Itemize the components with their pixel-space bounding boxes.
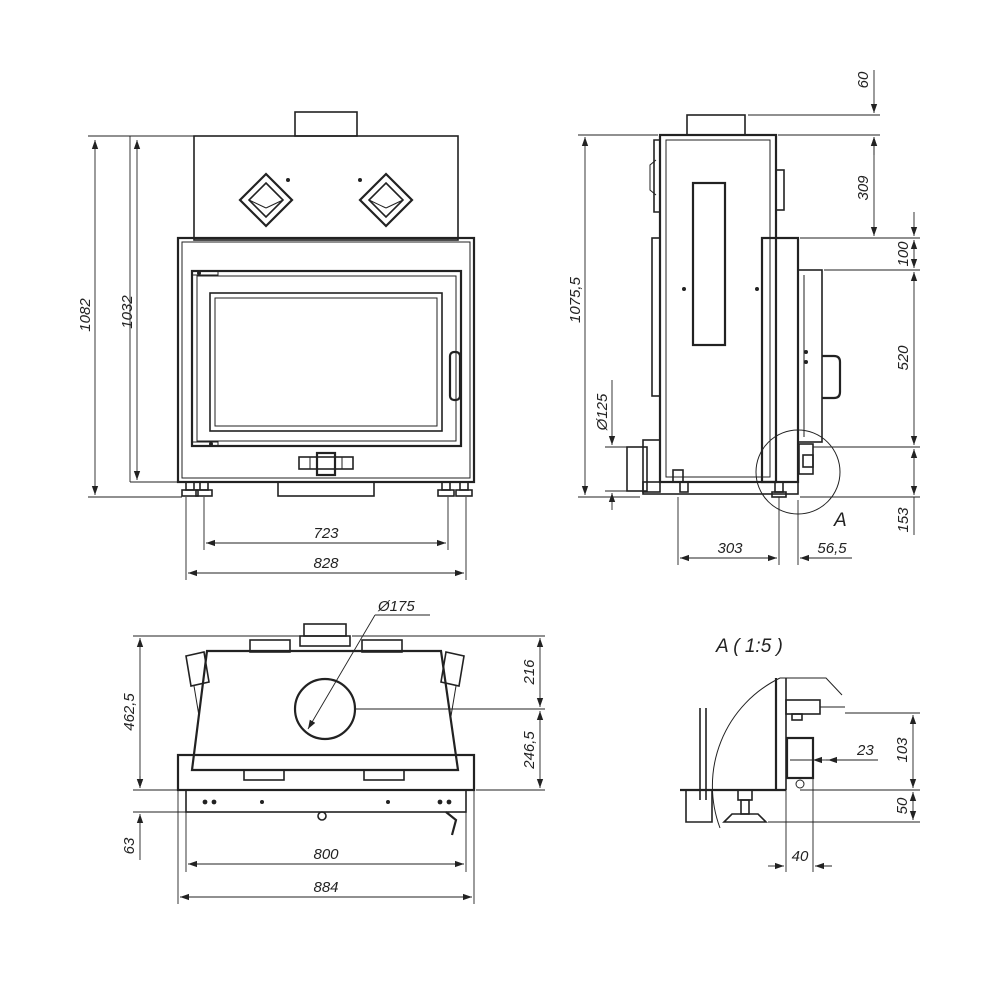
- top-hood: [190, 649, 460, 772]
- front-height-total: 1082: [77, 298, 94, 332]
- side-height-100: 100: [895, 241, 912, 267]
- top-depth-63: 63: [121, 837, 138, 854]
- top-depth-216: 216: [521, 659, 538, 686]
- side-flue-collar: [686, 114, 746, 136]
- detail-height-50: 50: [894, 797, 911, 814]
- side-depth-56-5: 56,5: [817, 540, 847, 557]
- side-height-total: 1075,5: [567, 276, 584, 323]
- front-flue-collar: [294, 111, 358, 137]
- top-flue-circle: [293, 677, 357, 741]
- top-door-strip: [185, 789, 467, 813]
- side-depth-303: 303: [717, 540, 743, 557]
- front-bottom-box: [277, 481, 375, 497]
- front-feet: [181, 481, 473, 497]
- front-air-control-right: [358, 172, 414, 228]
- top-width-800: 800: [313, 846, 339, 863]
- side-front-panel: [760, 236, 800, 484]
- detail-title: A ( 1:5 ): [715, 636, 783, 657]
- top-depth-246-5: 246,5: [521, 731, 538, 770]
- detail-height-103: 103: [894, 737, 911, 763]
- front-width-feet: 723: [313, 525, 339, 542]
- side-height-520: 520: [895, 345, 912, 371]
- front-air-control-left: [238, 172, 294, 228]
- side-body: [658, 133, 778, 484]
- detail-latch: [785, 736, 815, 780]
- side-air-inlet: [626, 446, 648, 492]
- side-detail-marker: A: [833, 510, 847, 531]
- detail-width-40: 40: [792, 848, 809, 865]
- front-ash-lever: [298, 451, 354, 477]
- detail-foot: [722, 813, 768, 823]
- detail-outline-arc: [711, 677, 781, 829]
- top-depth-total: 462,5: [121, 693, 138, 731]
- top-side-brackets: [185, 651, 465, 717]
- side-height-309: 309: [855, 175, 872, 201]
- side-vent-slot: [691, 181, 727, 347]
- front-door: [190, 269, 463, 448]
- side-door-profile: [797, 269, 823, 443]
- front-door-glass: [209, 292, 443, 432]
- side-height-153: 153: [895, 507, 912, 533]
- top-width-884: 884: [313, 879, 338, 896]
- side-door-handle: [822, 354, 842, 400]
- front-width-body: 828: [313, 555, 339, 572]
- front-door-handle: [448, 350, 462, 402]
- detail-view: A ( 1:5 ) 103 50 23: [680, 636, 920, 872]
- side-top-60: 60: [855, 71, 872, 88]
- side-view: A 60 309 100 520 153 1075,5 Ø125: [567, 70, 920, 565]
- front-view: 1082 1032 723 828: [77, 111, 476, 580]
- detail-width-23: 23: [856, 742, 874, 759]
- top-flue-diameter: Ø175: [377, 598, 415, 615]
- front-hood: [193, 135, 459, 241]
- side-flue-diameter: Ø125: [594, 393, 611, 431]
- front-height-body: 1032: [119, 295, 136, 329]
- top-view: Ø175 462,5 63 216 246,5 800: [121, 598, 545, 904]
- top-firebox: [176, 753, 476, 792]
